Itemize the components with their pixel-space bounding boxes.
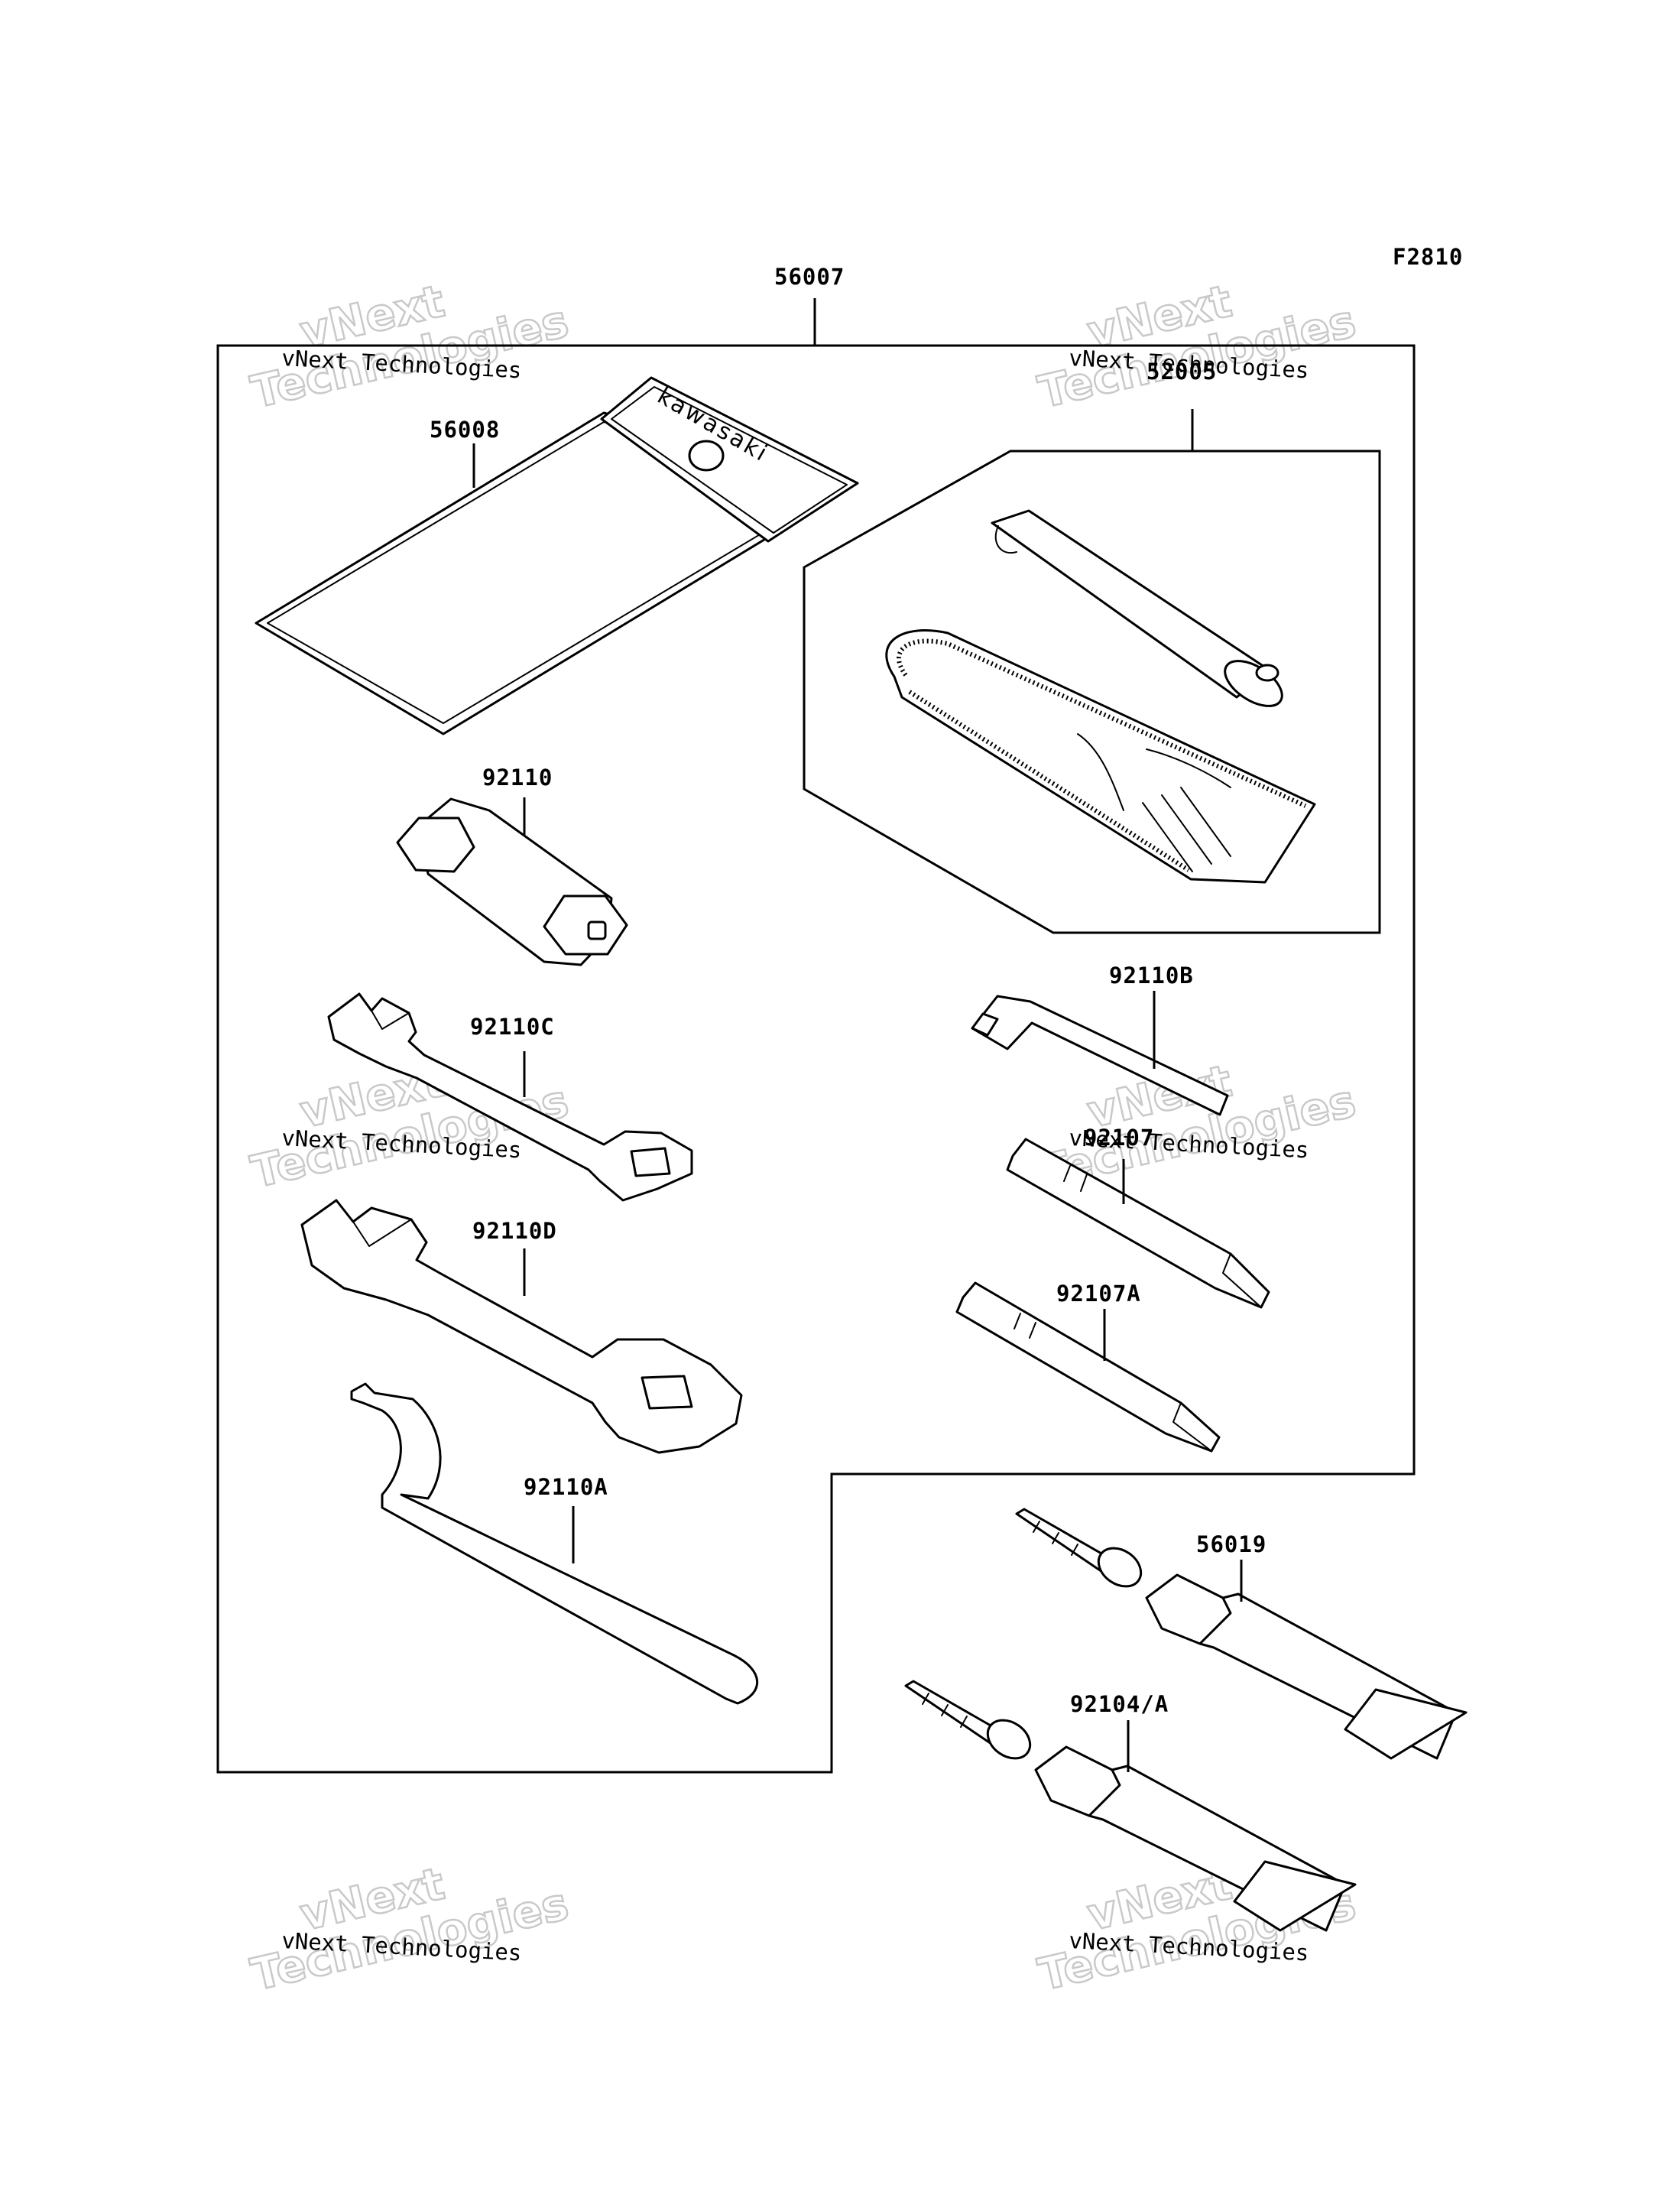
label-wrench-small: 92110C — [470, 1014, 555, 1040]
hook-spanner — [350, 1382, 759, 1705]
plug-wrench — [396, 797, 628, 966]
label-repair-kit: 52005 — [1146, 359, 1217, 385]
label-hook-spanner: 92110A — [524, 1474, 608, 1500]
repair-kit-box — [803, 409, 1381, 934]
grease-tube — [1015, 1508, 1468, 1760]
hex-key — [971, 995, 1229, 1116]
watermark-top-left: vNext Technologies vNext Technologies — [245, 274, 574, 419]
screwdriver — [1006, 1138, 1270, 1309]
watermark-top-right: vNext Technologies vNext Technologies — [1033, 274, 1361, 419]
wrench-large — [300, 1199, 743, 1454]
tool-pouch: kawasaki — [255, 376, 859, 735]
label-grease-tube-2: 92104/A — [1070, 1691, 1169, 1717]
watermark-bottom-left: vNext Technologies vNext Technologies — [245, 1856, 574, 2002]
repair-kit-bag — [885, 629, 1316, 884]
screwdriver-2 — [955, 1281, 1221, 1453]
repair-kit-tube-tool — [991, 509, 1283, 707]
label-kit: 56007 — [774, 264, 845, 290]
label-hex-key: 92110B — [1109, 963, 1194, 989]
grease-tube-2 — [904, 1680, 1357, 1932]
label-plug-wrench: 92110 — [482, 765, 553, 791]
wrench-small — [327, 992, 693, 1202]
kit-outline — [216, 298, 1416, 1774]
label-pouch: 56008 — [430, 417, 500, 443]
label-wrench-large: 92110D — [472, 1218, 557, 1244]
label-screwdriver: 92107 — [1084, 1125, 1154, 1151]
label-screwdriver-2: 92107A — [1056, 1281, 1141, 1307]
figure-code: F2810 — [1393, 244, 1463, 270]
label-grease-tube: 56019 — [1196, 1531, 1266, 1557]
